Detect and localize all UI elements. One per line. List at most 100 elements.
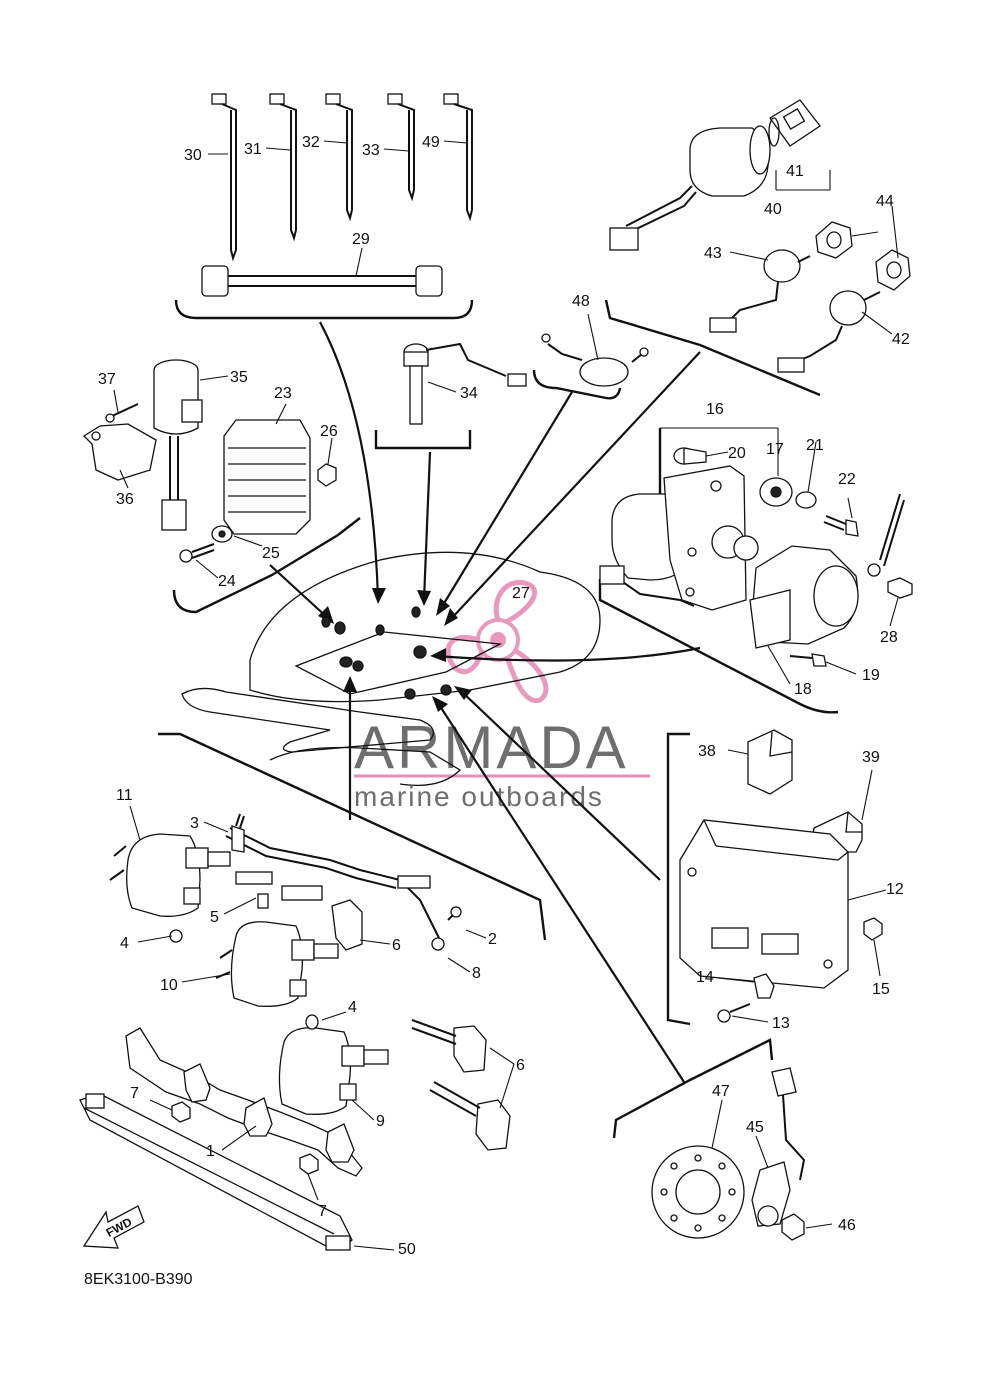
label-37: 37 (98, 371, 116, 388)
label-32: 32 (302, 134, 320, 151)
label-40: 40 (764, 201, 782, 218)
label-30: 30 (184, 147, 202, 164)
bolt-46 (781, 1213, 805, 1241)
bolt-13 (717, 1003, 751, 1023)
bracket-36 (82, 403, 157, 481)
label-16: 16 (706, 401, 724, 418)
label-38: 38 (698, 743, 716, 760)
label-42: 42 (892, 331, 910, 348)
label-1: 1 (206, 1143, 215, 1160)
label-24: 24 (218, 573, 236, 590)
label-17: 17 (766, 441, 784, 458)
label-31: 31 (244, 141, 262, 158)
label-29: 29 (352, 231, 370, 248)
cable-49 (443, 93, 473, 222)
washer-21 (795, 491, 817, 509)
fwd-arrow-icon: FWD (82, 1205, 145, 1249)
watermark-tagline: marine outboards (354, 781, 604, 812)
label-5: 5 (210, 909, 219, 926)
sensor-34 (403, 342, 527, 425)
cable-33 (387, 93, 415, 202)
label-10: 10 (160, 977, 178, 994)
label-18: 18 (794, 681, 812, 698)
label-44: 44 (876, 193, 894, 210)
bracket-cdi-group (666, 732, 691, 1026)
cable-29-tube (201, 265, 443, 297)
label-28: 28 (880, 629, 898, 646)
label-46: 46 (838, 1217, 856, 1234)
label-13: 13 (772, 1015, 790, 1032)
diagram-code: 8EK3100-B390 (84, 1271, 193, 1288)
bracket-sensor-34 (374, 430, 472, 450)
rotor-47 (651, 1145, 745, 1239)
label-15: 15 (872, 981, 890, 998)
wire-harness (225, 827, 441, 941)
nut-26 (317, 463, 337, 487)
cable-31 (269, 93, 297, 242)
switch-leaders (729, 170, 899, 335)
switch-42 (777, 290, 881, 373)
cdi-unit-12 (679, 819, 849, 989)
cable-28 (867, 493, 913, 599)
label-6a: 6 (392, 937, 401, 954)
regulator-group (82, 359, 337, 579)
throttle-leaders (659, 427, 899, 685)
label-8: 8 (472, 965, 481, 982)
small-parts (169, 813, 462, 1030)
label-9: 9 (376, 1113, 385, 1130)
nut-44 (815, 221, 911, 291)
coil-10 (215, 921, 339, 1007)
plug-cap-6 (235, 871, 511, 1151)
label-23: 23 (274, 385, 292, 402)
group-brackets (158, 299, 839, 1139)
bracket-regulator-group (172, 517, 361, 614)
label-20: 20 (728, 445, 746, 462)
label-27: 27 (512, 585, 530, 602)
cable-set (201, 93, 473, 297)
nut-15 (863, 917, 883, 941)
coil-9 (278, 1027, 389, 1115)
label-21: 21 (806, 437, 824, 454)
sensor-group (651, 1067, 833, 1241)
label-33: 33 (362, 142, 380, 159)
armada-watermark: ARMADA marine outboards (354, 580, 650, 812)
relay-38 (747, 729, 793, 795)
cdi-group (679, 729, 887, 1023)
bracket-1 (125, 1027, 363, 1177)
bracket-harness-48 (532, 369, 622, 400)
assembly-arrows (269, 321, 701, 1083)
label-3: 3 (190, 815, 199, 832)
coil-11 (109, 833, 231, 917)
label-11: 11 (116, 787, 133, 804)
throttle-body (599, 465, 759, 611)
label-4b: 4 (348, 999, 357, 1016)
grommet-14 (753, 973, 775, 999)
bracket-ignition-group (158, 732, 547, 941)
label-25: 25 (262, 545, 280, 562)
bracket-throttle-group (598, 428, 839, 714)
bushing-17 (759, 477, 793, 507)
sensor-leaders (711, 1099, 833, 1229)
label-7b: 7 (318, 1203, 327, 1220)
label-45: 45 (746, 1119, 764, 1136)
switch-43 (709, 249, 811, 333)
label-50: 50 (398, 1241, 416, 1258)
part-labels: 30 31 32 33 49 29 41 40 44 43 42 48 37 3… (98, 134, 910, 1258)
label-26: 26 (320, 423, 338, 440)
bolt-24 (179, 543, 215, 563)
label-35: 35 (230, 369, 248, 386)
label-43: 43 (704, 245, 722, 262)
label-49: 49 (422, 134, 440, 151)
bolt-19 (789, 653, 827, 667)
key-switch-40 (609, 125, 771, 251)
condenser-35 (153, 359, 203, 531)
cover-50 (79, 1093, 353, 1251)
label-19: 19 (862, 667, 880, 684)
label-6b: 6 (516, 1057, 525, 1074)
label-36: 36 (116, 491, 134, 508)
label-47: 47 (712, 1083, 730, 1100)
bracket-sensor-group (612, 1038, 774, 1139)
collar-25 (211, 525, 233, 543)
